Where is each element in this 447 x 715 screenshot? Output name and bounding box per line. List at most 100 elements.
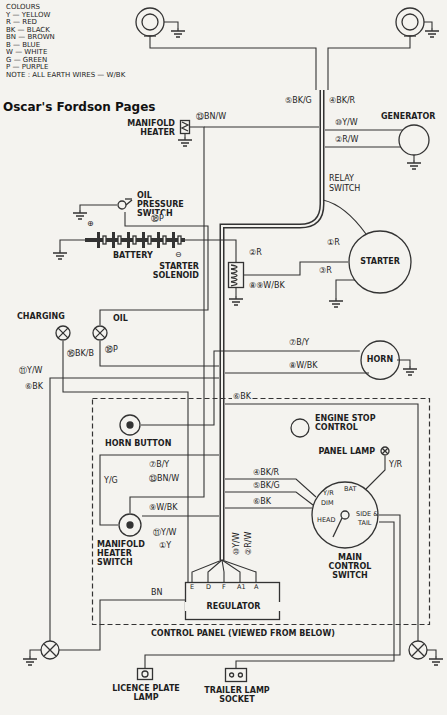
- generator-symbol: GENERATOR: [398, 124, 430, 156]
- panel-lamp-outline: [380, 446, 390, 456]
- component-label: CONTROL PANEL (VIEWED FROM BELOW): [150, 629, 336, 638]
- wire-code: ④BK/R: [328, 96, 356, 106]
- solenoid-symbol: STARTER SOLENOID: [228, 262, 244, 288]
- terminal-sign: ⊕: [86, 219, 95, 229]
- wire-connector: [130, 127, 204, 513]
- heater-switch: MANIFOLD HEATER SWITCH: [118, 513, 142, 537]
- component-label: REGULATOR: [185, 602, 282, 611]
- terminal-letter: E: [189, 584, 195, 592]
- component-label: HORN BUTTON: [104, 439, 172, 448]
- component-label: STARTER SOLENOID: [140, 262, 200, 280]
- switch-position: TAIL: [357, 520, 372, 528]
- wire-code: ⑬BN/W: [148, 474, 180, 484]
- wire-code: ⑤BK/G: [252, 481, 281, 491]
- component-label: PANEL LAMP: [318, 447, 376, 456]
- wire-code: ⑨W/BK: [148, 503, 179, 513]
- wire-code: ⑱P: [150, 214, 165, 224]
- control-panel: CONTROL PANEL (VIEWED FROM BELOW)HORN BU…: [92, 398, 430, 625]
- wire-code: ⑪Y/W: [18, 366, 44, 376]
- wire-connector: [100, 212, 208, 325]
- wire-code: ②R/W: [244, 531, 254, 556]
- generator-symbol-outline: [398, 124, 430, 156]
- wire-connector: [63, 341, 188, 582]
- heater-symbol: MANIFOLD HEATER: [180, 120, 190, 134]
- wire-code: ⑬BN/W: [195, 112, 227, 122]
- warning-lamp-outline: [92, 325, 108, 341]
- horn-symbol: HORN: [360, 340, 400, 380]
- wire-code: BN: [150, 588, 163, 598]
- control-panel-outline: [92, 398, 430, 625]
- trailer-socket-outline: [225, 668, 247, 682]
- warning-lamp: OIL: [92, 325, 108, 341]
- warning-lamp: CHARGING: [55, 325, 71, 341]
- wire-code: ⑦B/Y: [288, 338, 310, 348]
- solenoid-symbol-outline: [228, 262, 244, 288]
- plate-lamp-outline: [137, 668, 153, 680]
- wire-code: ⑥BK: [24, 382, 44, 392]
- wire-connector: [244, 262, 348, 275]
- component-label: BATTERY: [112, 251, 154, 260]
- switch-position: DIM: [320, 500, 335, 508]
- component-label: OIL: [112, 314, 129, 323]
- regulator-box-outline: [185, 582, 280, 620]
- wiring-harness: [222, 90, 322, 560]
- wire-code: ①R: [326, 238, 341, 248]
- wire-code: ⑦B/Y: [148, 460, 170, 470]
- warning-lamp-outline: [55, 325, 71, 341]
- component-label: CHARGING: [16, 312, 66, 321]
- component-label: MANIFOLD HEATER SWITCH: [96, 540, 154, 568]
- terminal-letter: F: [221, 584, 227, 592]
- regulator-box: REGULATOR: [185, 582, 280, 620]
- component-label: TRAILER LAMP SOCKET: [198, 686, 276, 704]
- wire-connector: [145, 515, 400, 668]
- heater-switch-outline: [118, 513, 142, 537]
- terminal-letter: A: [253, 584, 259, 592]
- wire-code: ⑱P: [104, 345, 119, 355]
- component-label: HORN: [366, 355, 394, 364]
- component-label: STARTER: [359, 257, 401, 266]
- wire-connector: [236, 522, 394, 668]
- stop-control: ENGINE STOP CONTROL: [290, 418, 310, 438]
- wire-code: ⑩Y/W: [232, 531, 242, 556]
- wire-code: ⑩Y/W: [334, 118, 359, 128]
- switch-position: SIDE &: [355, 511, 379, 519]
- switch-position: Y/R: [322, 490, 335, 498]
- wire-code: ⑪Y/W: [152, 528, 178, 538]
- component-label: ENGINE STOP CONTROL: [314, 414, 378, 432]
- wire-code: Y/R: [388, 460, 403, 470]
- wire-code: ②R: [248, 248, 263, 258]
- wire-code: ⑧W/BK: [288, 361, 319, 371]
- component-label: RELAY SWITCH: [328, 174, 370, 193]
- terminal-letter: D: [205, 584, 212, 592]
- wire-code: ⑧⑨W/BK: [248, 281, 286, 291]
- switch-position: HEAD: [316, 517, 336, 525]
- panel-lamp: PANEL LAMP: [380, 446, 390, 456]
- wire-code: Y/G: [103, 476, 119, 486]
- wire-code: ③R: [318, 266, 333, 276]
- trailer-socket: TRAILER LAMP SOCKET: [225, 668, 247, 682]
- wire-code: ⑥BK: [232, 392, 252, 402]
- component-label: LICENCE PLATE LAMP: [110, 684, 182, 702]
- terminal-sign: ⊖: [174, 250, 183, 260]
- component-label: OIL PRESSURE SWITCH: [136, 191, 202, 219]
- legend-entry: NOTE : ALL EARTH WIRES — W/BK: [5, 72, 126, 80]
- wire: [30, 22, 436, 656]
- push-button: HORN BUTTON: [119, 414, 141, 436]
- pressure-switch: OIL PRESSURE SWITCH: [117, 198, 133, 212]
- earth-symbol: [23, 28, 443, 665]
- wire-code: ④BK/R: [252, 468, 280, 478]
- plate-lamp: LICENCE PLATE LAMP: [137, 668, 153, 680]
- pressure-switch-outline: [117, 198, 133, 212]
- battery-symbol: BATTERY: [85, 232, 185, 248]
- component-label: MAIN CONTROL SWITCH: [318, 553, 382, 581]
- wire-code: ⑯BK/B: [66, 349, 95, 359]
- wire-code: ②R/W: [334, 135, 359, 145]
- switch-position: BAT: [343, 486, 357, 494]
- wire-code: ⑥BK: [252, 497, 272, 507]
- push-button-outline: [119, 414, 141, 436]
- wire-code: ①Y: [158, 541, 172, 551]
- component-label: GENERATOR: [380, 112, 436, 121]
- heater-symbol-outline: [180, 120, 190, 134]
- wire-connector: [185, 240, 236, 262]
